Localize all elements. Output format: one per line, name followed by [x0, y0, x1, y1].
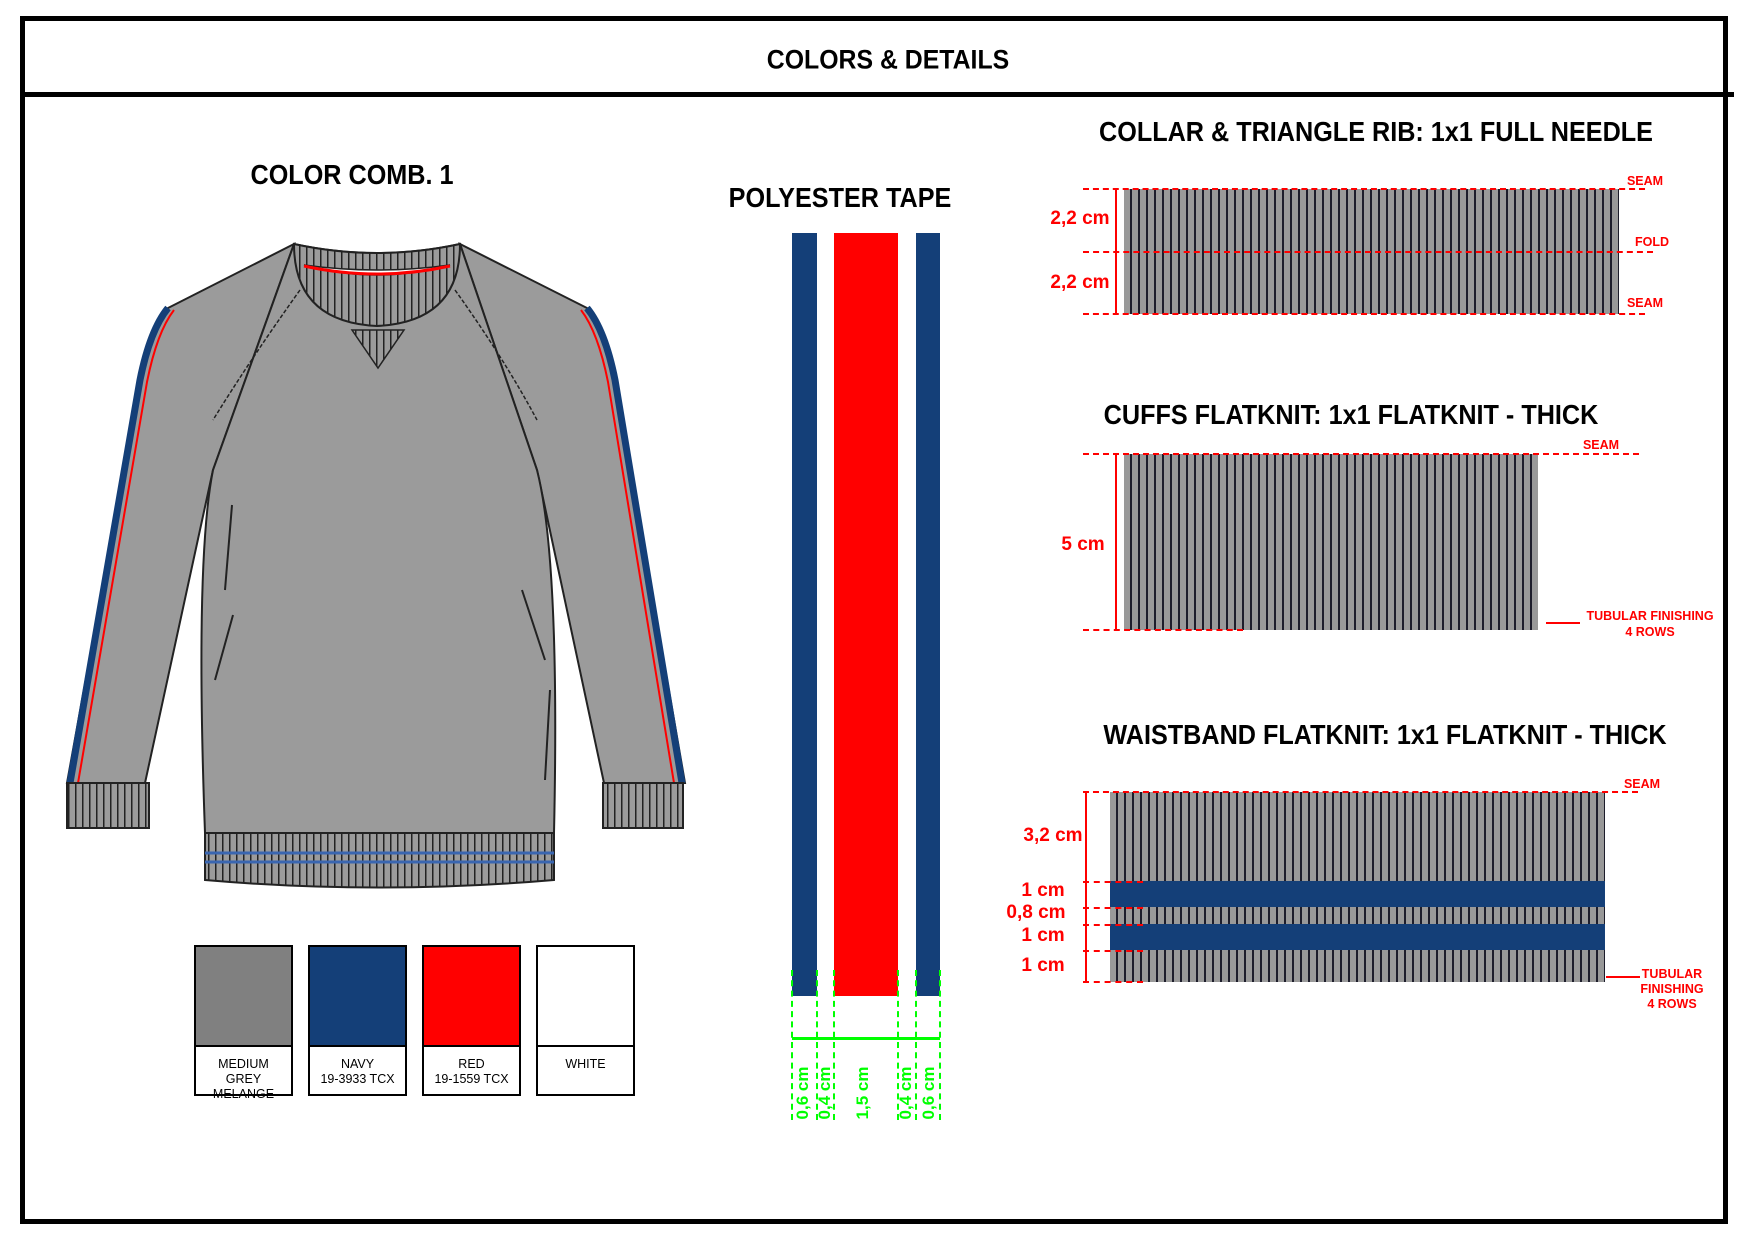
waistband-dim: 1 cm: [1021, 880, 1065, 901]
tape-stripe-red: [834, 233, 898, 996]
collar-rib: [292, 242, 462, 328]
cuffs-rib-swatch: [1124, 454, 1538, 630]
collar-fold: FOLD: [1634, 235, 1670, 249]
tape-width-label: 0,6 cm: [793, 1066, 812, 1120]
cuffs-title: CUFFS FLATKNIT: 1x1 FLATKNIT - THICK: [1103, 399, 1599, 430]
waistband-rib: [204, 832, 555, 889]
cuffs-finish-2: 4 ROWS: [1625, 625, 1675, 639]
sheet-frame: [20, 16, 1728, 1224]
tape-stripe-navy: [916, 233, 940, 996]
swatch-white: WHITE: [536, 945, 635, 1096]
waistband-navy-stripe: [1110, 924, 1605, 950]
waistband-dim: 0,8 cm: [1006, 902, 1066, 923]
tape-width-label: 0,4 cm: [815, 1066, 834, 1120]
tape-width-label: 1,5 cm: [853, 1066, 872, 1120]
cuffs-finish-1: TUBULAR FINISHING: [1586, 609, 1714, 623]
triangle-rib: [350, 329, 406, 370]
waistband-seam: SEAM: [1623, 777, 1661, 791]
tape-width-label: 0,4 cm: [896, 1066, 915, 1120]
waistband-finish-3: 4 ROWS: [1647, 997, 1697, 1011]
collar-title: COLLAR & TRIANGLE RIB: 1x1 FULL NEEDLE: [1099, 116, 1653, 147]
collar-seam-top: SEAM: [1626, 174, 1664, 188]
tape-title: POLYESTER TAPE: [728, 182, 952, 213]
waistband-dim: 3,2 cm: [1023, 825, 1083, 846]
cuffs-seam: SEAM: [1582, 438, 1620, 452]
cuffs-dim: 5 cm: [1061, 534, 1105, 555]
tape-stripe-navy: [792, 233, 817, 996]
collar-seam-bottom: SEAM: [1626, 296, 1664, 310]
waistband-dim: 1 cm: [1021, 925, 1065, 946]
page-title: COLORS & DETAILS: [766, 44, 1010, 75]
left-cuff: [66, 782, 150, 829]
waistband-finish-2: FINISHING: [1640, 982, 1704, 996]
waistband-finish-1: TUBULAR: [1641, 967, 1703, 981]
waistband-navy-stripe: [1110, 881, 1605, 907]
tape-width-label: 0,6 cm: [919, 1066, 938, 1120]
collar-dim-bottom: 2,2 cm: [1050, 272, 1110, 293]
collar-dim-top: 2,2 cm: [1050, 208, 1110, 229]
right-cuff: [602, 782, 684, 829]
header-divider: [20, 92, 1734, 97]
arrow-icon: [1606, 976, 1640, 978]
waistband-dim: 1 cm: [1021, 955, 1065, 976]
waistband-title: WAISTBAND FLATKNIT: 1x1 FLATKNIT - THICK: [1103, 719, 1667, 750]
color-comb-title: COLOR COMB. 1: [250, 159, 454, 190]
arrow-icon: [1546, 622, 1580, 624]
tape-dimension-line: [792, 1037, 940, 1040]
